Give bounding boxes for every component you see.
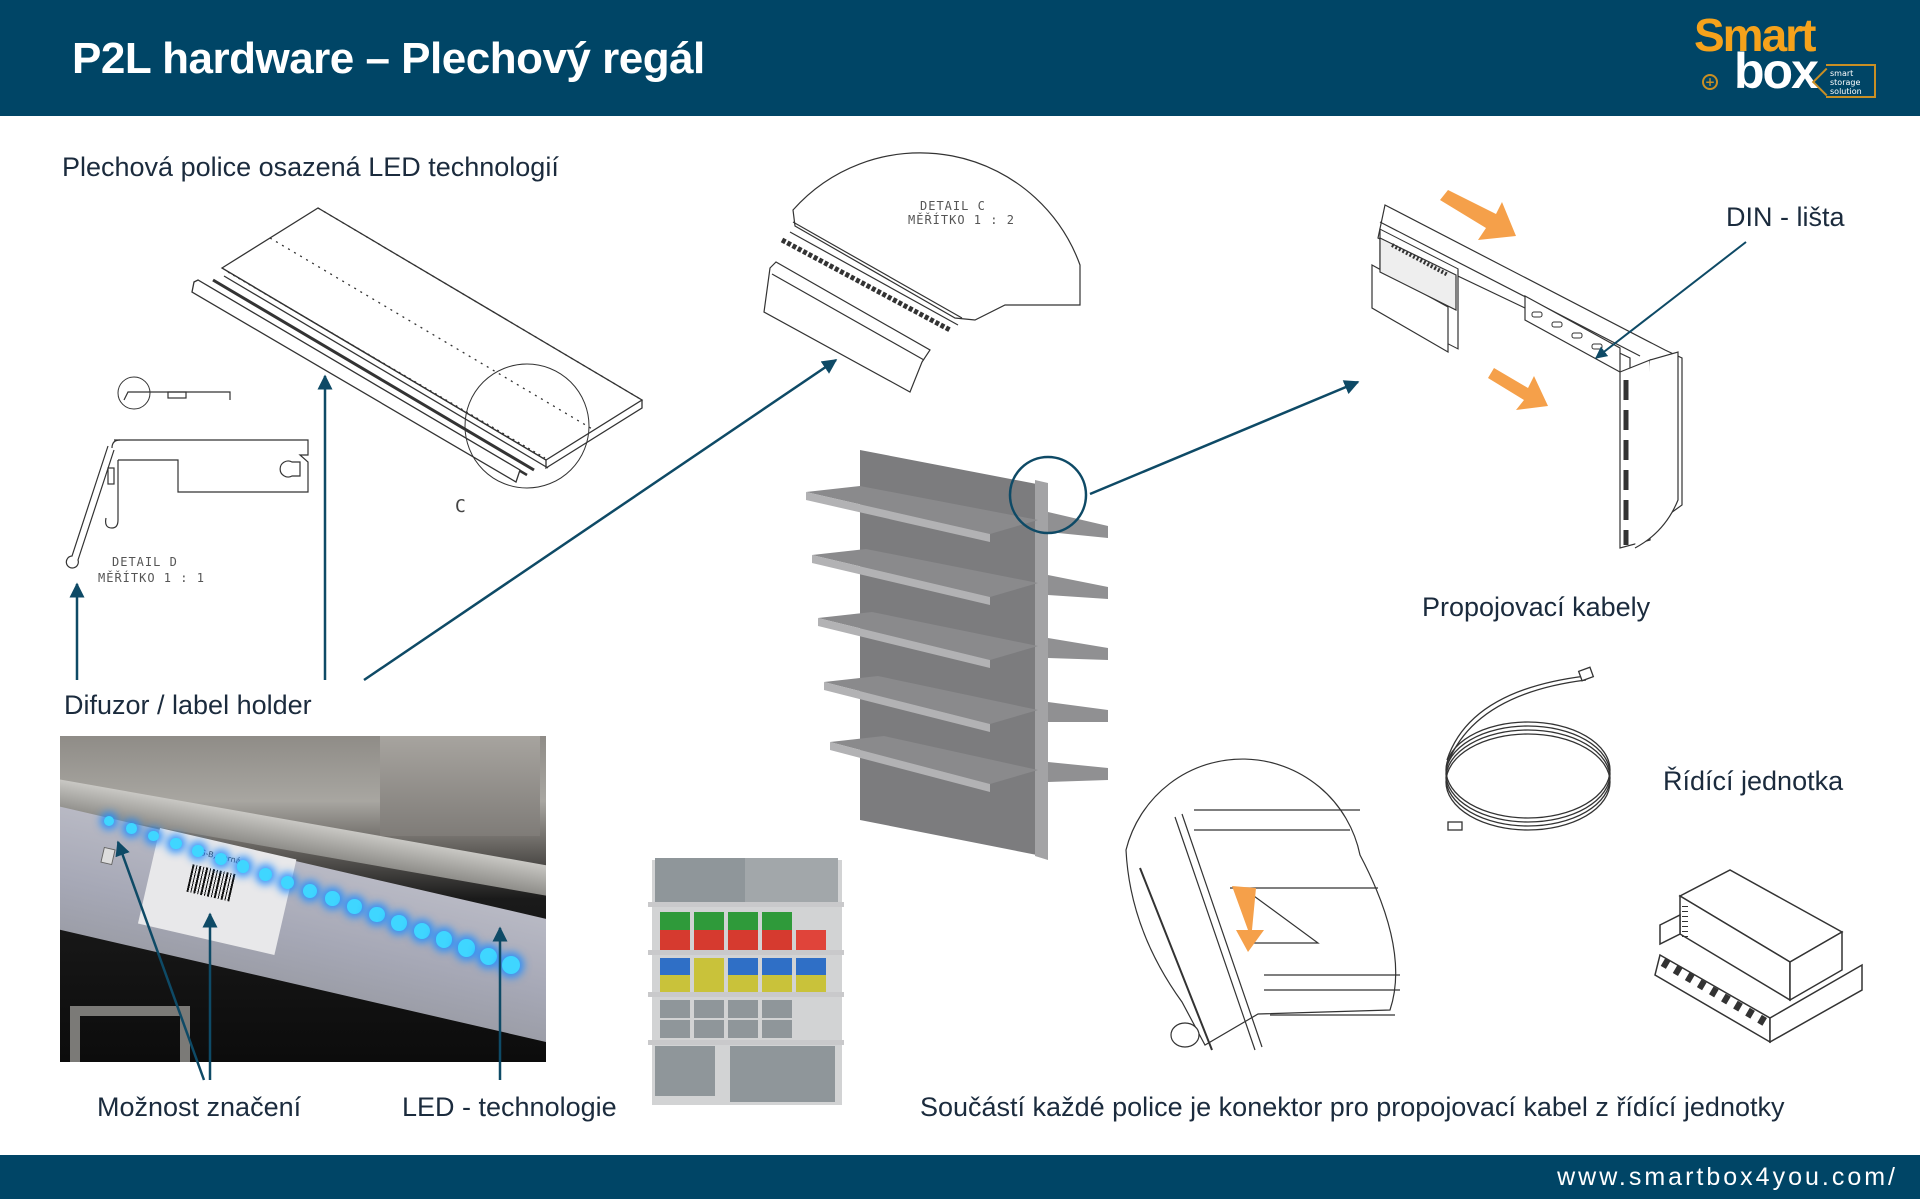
gondola-shelf-right — [1048, 762, 1108, 782]
storage-bin — [694, 975, 724, 992]
shelf-drawing: C — [191, 207, 644, 517]
led-light — [347, 899, 363, 915]
gondola-shelf-edge — [818, 618, 990, 668]
arrow-din-label — [1595, 241, 1747, 359]
led-light — [236, 860, 250, 874]
header-bar: P2L hardware – Plechový regál Smart + bo… — [0, 0, 1920, 116]
led-light — [435, 931, 453, 948]
label-marking: Možnost značení — [97, 1092, 302, 1122]
storage-bin — [728, 975, 758, 992]
storage-bin — [762, 1020, 792, 1038]
website-link[interactable]: www.smartbox4you.com/ — [1557, 1163, 1898, 1191]
storage-bin — [796, 930, 826, 950]
storage-bin — [660, 912, 690, 930]
detail-d-line1: DETAIL D — [112, 555, 178, 569]
led-shelf-photo: G-B, černá — [60, 736, 546, 1062]
label-connector-note: Součástí každé police je konektor pro pr… — [920, 1092, 1785, 1122]
barcode-icon — [186, 864, 236, 902]
led-light — [280, 875, 295, 890]
storage-bin — [694, 912, 724, 930]
gondola-shelf-right — [1048, 512, 1108, 538]
storage-bin — [660, 975, 690, 992]
storage-bin — [762, 930, 792, 950]
storage-rack-render — [648, 858, 844, 1105]
storage-bin — [796, 975, 826, 992]
storage-bin — [762, 1000, 792, 1018]
gondola-shelf-left — [818, 612, 1038, 660]
page-title: P2L hardware – Plechový regál — [72, 34, 705, 83]
gondola-shelf-left — [824, 676, 1038, 724]
gondola-shelf-right — [1048, 575, 1108, 599]
storage-bin — [762, 958, 792, 975]
photo-bin-lower — [70, 1006, 190, 1062]
storage-bin — [660, 1000, 690, 1018]
storage-bin — [762, 975, 792, 992]
led-light — [325, 891, 340, 906]
cable-coil-drawing — [1445, 666, 1611, 831]
storage-bin — [728, 1000, 758, 1018]
led-light — [303, 883, 317, 898]
photo-bin — [380, 736, 540, 836]
gondola-shelf-edge — [830, 742, 990, 792]
led-light — [148, 830, 160, 842]
label-cables: Propojovací kabely — [1422, 592, 1651, 622]
storage-bin — [796, 958, 826, 975]
storage-bin — [694, 1000, 724, 1018]
led-light — [170, 837, 182, 850]
gondola-shelf-left — [812, 549, 1038, 597]
detail-d-drawing: DETAIL D MĚŘÍTKO 1 : 1 — [65, 376, 309, 585]
led-light — [391, 915, 408, 931]
led-light — [214, 852, 227, 866]
gondola-shelf-edge — [812, 555, 990, 605]
led-light — [258, 868, 272, 882]
connector-detail-drawing — [1125, 758, 1400, 1051]
footer-bar: www.smartbox4you.com/ — [0, 1155, 1920, 1199]
storage-bin — [728, 958, 758, 975]
storage-bin — [660, 1020, 690, 1038]
led-light — [104, 816, 114, 826]
led-light — [457, 939, 475, 957]
arrow-to-din-rail — [1089, 380, 1360, 496]
gondola-shelf-right — [1048, 702, 1108, 722]
storage-bin — [660, 958, 690, 975]
storage-bin — [694, 1020, 724, 1038]
logo-tagline: smart storage solution — [1826, 64, 1876, 98]
logo-word-box: box — [1734, 43, 1819, 99]
storage-bin — [728, 930, 758, 950]
gondola-shelf-edge — [806, 492, 990, 542]
led-light — [502, 956, 520, 974]
label-din-rail: DIN - lišta — [1726, 202, 1845, 232]
led-light — [479, 947, 498, 966]
control-unit-drawing — [1654, 869, 1863, 1044]
gondola-shelf-edge — [824, 682, 990, 732]
led-light — [126, 823, 137, 834]
detail-c-drawing: DETAIL C MĚŘÍTKO 1 : 2 — [763, 152, 1081, 393]
storage-bin — [728, 1020, 758, 1038]
din-rail-drawing — [1371, 190, 1683, 549]
storage-bin — [694, 958, 724, 975]
arrow-to-detail-c — [363, 358, 838, 682]
gondola-shelf-left — [830, 736, 1038, 784]
storage-bin — [660, 930, 690, 950]
led-light — [369, 907, 385, 923]
detail-d-line2: MĚŘÍTKO 1 : 1 — [98, 570, 205, 585]
storage-bin — [694, 930, 724, 950]
gondola-shelf-render — [806, 450, 1108, 860]
gondola-shelf-left — [806, 486, 1038, 534]
detail-c-line1: DETAIL C — [920, 199, 986, 213]
highlight-circle — [1008, 455, 1088, 535]
logo-word-smart: Smart — [1694, 9, 1816, 61]
detail-c-line2: MĚŘÍTKO 1 : 2 — [908, 212, 1015, 227]
smartbox-logo[interactable]: Smart + box smart storage solution — [1690, 9, 1890, 104]
plus-circle-icon: + — [1702, 74, 1718, 90]
storage-bin — [728, 912, 758, 930]
led-light — [413, 923, 430, 940]
label-led-tech: LED - technologie — [402, 1092, 617, 1122]
label-diffuser: Difuzor / label holder — [64, 690, 312, 720]
callout-c: C — [455, 496, 466, 517]
label-control-unit: Řídící jednotka — [1663, 766, 1844, 796]
gondola-shelf-right — [1048, 638, 1108, 660]
label-shelf-led: Plechová police osazená LED technologií — [62, 152, 559, 182]
storage-bin — [762, 912, 792, 930]
